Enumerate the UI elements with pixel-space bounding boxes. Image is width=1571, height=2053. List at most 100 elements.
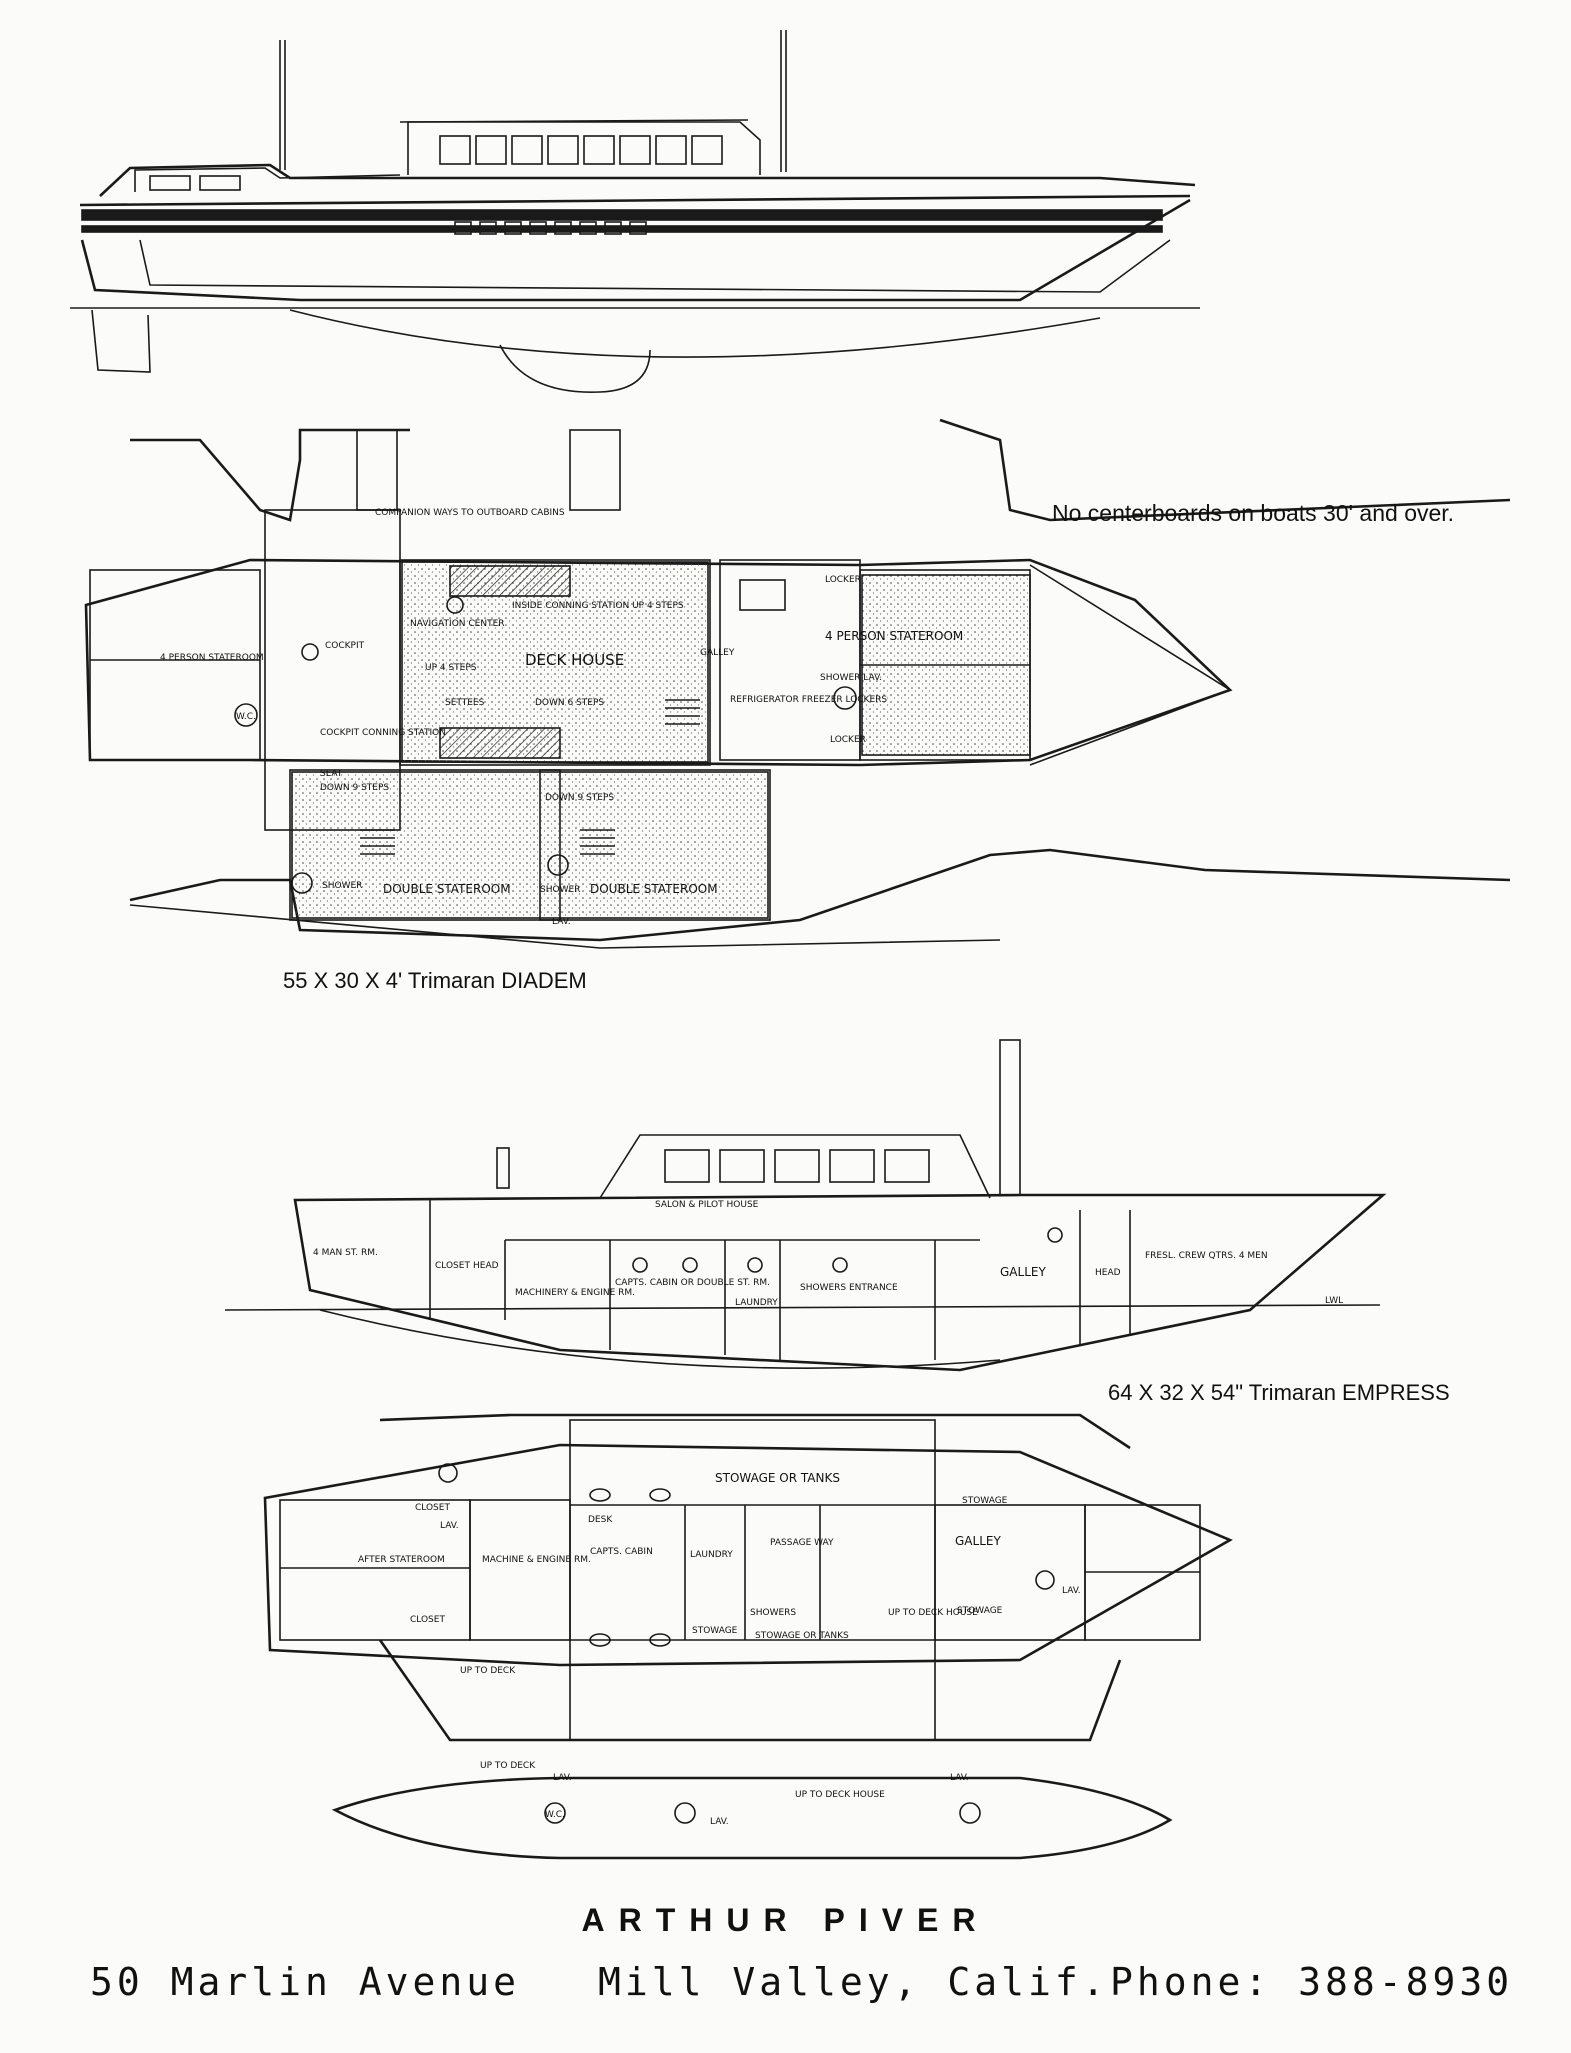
empress-plan-labels: STOWAGE OR TANKS STOWAGE GALLEY CLOSET C… bbox=[358, 1471, 1081, 1827]
main-hull-top bbox=[99, 163, 1196, 197]
empress-profile-labels: SALON & PILOT HOUSE 4 MAN ST. RM. CLOSET… bbox=[313, 1200, 1343, 1308]
footer-phone: Phone: 388-8930 bbox=[1110, 1960, 1514, 2004]
empress-stack bbox=[496, 1147, 510, 1189]
lbl-capts-cabin: CAPTS. CABIN OR DOUBLE ST. RM. bbox=[615, 1278, 770, 1288]
lbl-closet-1: CLOSET bbox=[415, 1503, 450, 1513]
lbl-up-4-steps: UP 4 STEPS bbox=[425, 663, 477, 673]
empress-ama-stbd bbox=[378, 1639, 1122, 1742]
lbl-lav: LAV. bbox=[552, 917, 571, 927]
lbl-down-9-fwd: DOWN 9 STEPS bbox=[545, 793, 614, 803]
ama-stbd-outline bbox=[129, 848, 1511, 942]
lbl-fresl: FRESL. CREW QTRS. 4 MEN bbox=[1145, 1251, 1268, 1261]
wc-empress-3 bbox=[544, 1802, 566, 1824]
ama-port-outline bbox=[130, 428, 410, 522]
galley-box bbox=[719, 559, 861, 761]
lbl-stowage-tanks-bottom: STOWAGE OR TANKS bbox=[755, 1631, 849, 1641]
empress-lwl bbox=[224, 1304, 1381, 1311]
lbl-stowage-3: STOWAGE bbox=[957, 1606, 1003, 1616]
wc-empress-4 bbox=[674, 1802, 696, 1824]
deckhouse-roof bbox=[399, 119, 749, 123]
pilot-house-windows bbox=[664, 1149, 930, 1183]
lbl-lav-2: LAV. bbox=[1062, 1586, 1081, 1596]
machine-box bbox=[469, 1499, 571, 1641]
lbl-stateroom-fwd: 4 PERSON STATEROOM bbox=[825, 629, 963, 643]
deckhouse bbox=[407, 121, 761, 175]
lbl-lav-1: LAV. bbox=[440, 1521, 459, 1531]
wc-empress-5 bbox=[959, 1802, 981, 1824]
lbl-double-1: DOUBLE STATEROOM bbox=[383, 882, 511, 896]
lbl-lav-3: LAV. bbox=[553, 1773, 572, 1783]
lbl-showers-entrance: SHOWERS ENTRANCE bbox=[800, 1283, 898, 1293]
lbl-showers: SHOWERS bbox=[750, 1608, 796, 1618]
lbl-double-2: DOUBLE STATEROOM bbox=[590, 882, 718, 896]
lbl-up-deck-house: UP TO DECK HOUSE bbox=[888, 1608, 978, 1618]
main-hull-bottom bbox=[80, 198, 1191, 302]
lbl-down-6-steps: DOWN 6 STEPS bbox=[535, 698, 604, 708]
empress-passage-box bbox=[569, 1419, 936, 1741]
lbl-laundry: LAUNDRY bbox=[735, 1298, 778, 1308]
lbl-lav-5: LAV. bbox=[950, 1773, 969, 1783]
ama-stbd-bottom bbox=[129, 904, 1001, 949]
lbl-up-deck-1: UP TO DECK bbox=[460, 1666, 516, 1676]
empress-plan-portholes bbox=[589, 1488, 671, 1647]
lbl-salon: SALON & PILOT HOUSE bbox=[655, 1200, 759, 1210]
lbl-laundry-plan: LAUNDRY bbox=[690, 1550, 733, 1560]
wc-4 bbox=[547, 854, 569, 876]
lbl-after-stateroom: AFTER STATEROOM bbox=[358, 1555, 445, 1565]
wc-2 bbox=[833, 686, 857, 710]
centerboard-note: No centerboards on boats 30' and over. bbox=[1052, 500, 1455, 526]
nav-compass bbox=[446, 596, 464, 614]
hull-stripe-2 bbox=[81, 225, 1163, 233]
sink bbox=[739, 579, 786, 611]
lbl-man-st-rm: 4 MAN ST. RM. bbox=[313, 1248, 378, 1258]
lbl-desk: DESK bbox=[588, 1515, 613, 1525]
lbl-head-fwd: HEAD bbox=[1095, 1268, 1121, 1278]
counter-top bbox=[449, 565, 571, 597]
lbl-shower-lav: SHOWER LAV. bbox=[820, 673, 882, 683]
empress-mast bbox=[999, 1039, 1021, 1196]
diadem-labels: COMPANION WAYS TO OUTBOARD CABINS 4 PERS… bbox=[160, 508, 963, 927]
main-hull-sheer bbox=[79, 194, 1191, 207]
wc-1 bbox=[234, 703, 258, 727]
lbl-shower-1: SHOWER bbox=[322, 881, 362, 891]
wc-empress-2 bbox=[1035, 1570, 1055, 1590]
diadem-profile bbox=[70, 30, 1200, 393]
ama-port-tip bbox=[939, 418, 1511, 522]
lbl-closet: CLOSET bbox=[435, 1261, 470, 1271]
fwd-stateroom-floor bbox=[861, 574, 1031, 756]
after-stateroom-box bbox=[279, 1499, 471, 1641]
hull-portholes bbox=[454, 221, 647, 235]
lbl-capts-cabin-plan: CAPTS. CABIN bbox=[590, 1547, 653, 1557]
lbl-shower-2: SHOWER bbox=[540, 885, 580, 895]
lbl-seat: SEAT bbox=[320, 769, 343, 779]
empress-plan bbox=[263, 1413, 1233, 1860]
lbl-deck-house: DECK HOUSE bbox=[525, 651, 624, 669]
empress-main-hull bbox=[263, 1443, 1233, 1667]
footer-address: 50 Marlin Avenue bbox=[90, 1960, 521, 2004]
lbl-locker-bottom: LOCKER bbox=[830, 735, 866, 745]
hull-stripe bbox=[81, 209, 1163, 221]
lbl-nav-center: NAVIGATION CENTER bbox=[410, 619, 505, 629]
lbl-galley-profile: GALLEY bbox=[1000, 1265, 1046, 1279]
double-stateroom-floor bbox=[291, 771, 769, 919]
lbl-locker-top: LOCKER bbox=[825, 575, 861, 585]
lbl-machine-engine: MACHINE & ENGINE RM. bbox=[482, 1555, 591, 1565]
keel bbox=[499, 344, 651, 393]
lbl-inside-conning: INSIDE CONNING STATION UP 4 STEPS bbox=[512, 601, 684, 611]
lbl-up-deck-house-2: UP TO DECK HOUSE bbox=[795, 1790, 885, 1800]
empress-bulkheads bbox=[429, 1200, 1131, 1360]
lbl-passage-way: PASSAGE WAY bbox=[770, 1538, 834, 1548]
lbl-down-9-aft: DOWN 9 STEPS bbox=[320, 783, 389, 793]
lbl-up-deck-2: UP TO DECK bbox=[480, 1761, 536, 1771]
lbl-closet-2: CLOSET bbox=[410, 1615, 445, 1625]
lbl-stowage-2: STOWAGE bbox=[692, 1626, 738, 1636]
lbl-cockpit-conning: COCKPIT CONNING STATION bbox=[320, 728, 446, 738]
diadem-plan bbox=[84, 418, 1511, 949]
wc-empress-1 bbox=[438, 1463, 458, 1483]
lbl-galley-plan: GALLEY bbox=[955, 1534, 1001, 1548]
pilot-house bbox=[599, 1134, 991, 1199]
empress-portholes bbox=[632, 1227, 1063, 1273]
diadem-caption: 55 X 30 X 4' Trimaran DIADEM bbox=[283, 968, 587, 993]
lbl-wc: W.C. bbox=[236, 712, 256, 722]
